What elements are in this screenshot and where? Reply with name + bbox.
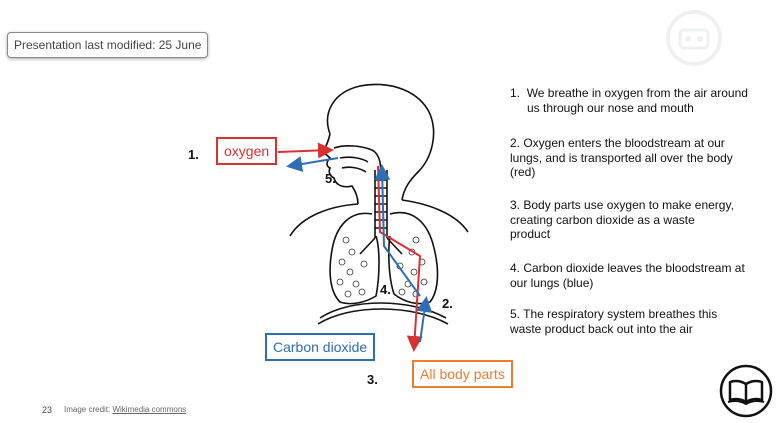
step-1-line-1: We breathe in oxygen from the air around: [526, 86, 748, 100]
step-3-line-2: creating carbon dioxide as a waste: [510, 212, 695, 227]
carbon-dioxide-label-box: Carbon dioxide: [265, 333, 376, 361]
step-5-line-2: waste product back out into the air: [510, 321, 693, 336]
label-step-5: 5.: [325, 171, 336, 186]
gas-flow-arrows: [277, 142, 433, 352]
label-step-3: 3.: [367, 372, 378, 387]
step-1-number: 1.: [510, 86, 521, 100]
co2-blood-arrow: [374, 164, 421, 297]
label-step-1: 1.: [188, 147, 199, 162]
oxygen-blood-arrow: [377, 165, 423, 352]
step-2: 2. Oxygen enters the bloodstream at our …: [510, 136, 733, 180]
step-4-line-1: 4. Carbon dioxide leaves the bloodstream…: [510, 261, 745, 275]
step-2-line-2: lungs, and is transported all over the b…: [510, 150, 733, 165]
step-5: 5. The respiratory system breathes this …: [510, 307, 717, 336]
co2-from-body-arrow: [416, 296, 433, 343]
step-1: 1. We breathe in oxygen from the air aro…: [510, 86, 748, 115]
co2-out-arrow: [286, 156, 339, 172]
label-step-4: 4.: [380, 282, 391, 297]
book-icon: [719, 364, 773, 418]
last-modified-badge: Presentation last modified: 25 June: [7, 32, 209, 58]
step-3-line-1: 3. Body parts use oxygen to make energy,: [510, 198, 734, 212]
wikimedia-commons-link[interactable]: Wikimedia commons: [112, 405, 187, 414]
step-4-line-2: our lungs (blue): [510, 275, 594, 290]
step-4: 4. Carbon dioxide leaves the bloodstream…: [510, 261, 745, 290]
step-3-line-3: product: [510, 227, 551, 241]
label-step-2: 2.: [442, 296, 453, 311]
step-1-line-2: us through our nose and mouth: [527, 100, 694, 115]
oxygen-label-box: oxygen: [216, 137, 278, 165]
image-credit-prefix: Image credit:: [64, 405, 113, 414]
all-body-parts-label-box: All body parts: [412, 360, 513, 388]
head-torso-outline: [289, 83, 469, 325]
step-2-line-1: 2. Oxygen enters the bloodstream at our: [510, 136, 725, 150]
slide-number: 23: [42, 405, 53, 415]
step-3: 3. Body parts use oxygen to make energy,…: [510, 198, 734, 242]
step-5-line-1: 5. The respiratory system breathes this: [510, 307, 718, 321]
step-2-line-3: (red): [510, 165, 536, 179]
image-credit: Image credit: Wikimedia commons: [64, 405, 186, 414]
oxygen-in-arrow: [277, 142, 334, 159]
logo-watermark-icon: [666, 10, 722, 66]
